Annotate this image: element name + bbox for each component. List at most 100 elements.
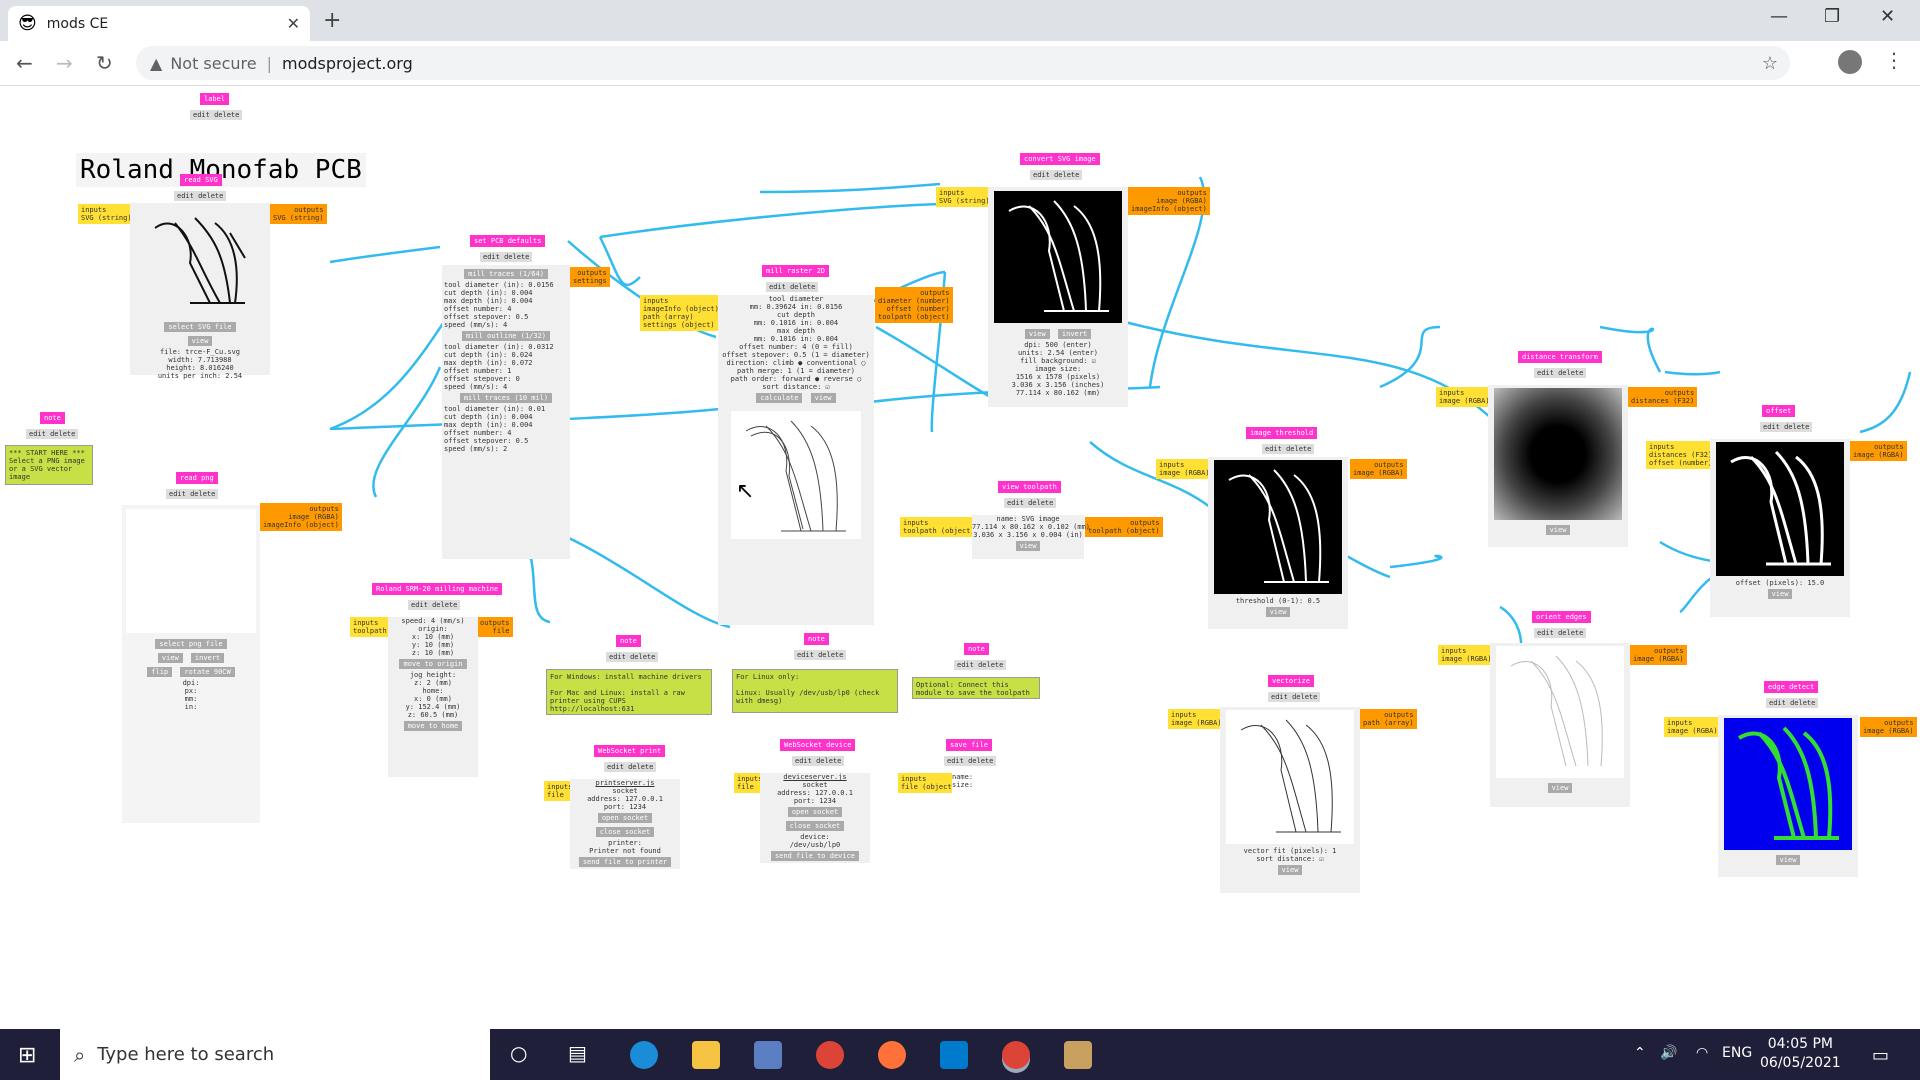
move-to-home-button[interactable]: move to home bbox=[403, 721, 463, 731]
mill-outline-button[interactable]: mill outline (1/32) bbox=[461, 331, 551, 341]
read-svg-head[interactable]: read SVG bbox=[180, 174, 222, 186]
close-window-icon[interactable]: ✕ bbox=[1880, 6, 1896, 27]
convert-svg-outputs[interactable]: outputs image (RGBA) imageInfo (object) bbox=[1128, 187, 1210, 215]
edit-delete[interactable]: edit delete bbox=[408, 600, 461, 610]
edit-delete[interactable]: edit delete bbox=[766, 282, 819, 292]
edit-delete[interactable]: edit delete bbox=[1262, 444, 1315, 454]
restore-icon[interactable]: ❐ bbox=[1824, 6, 1841, 27]
view-button[interactable]: view bbox=[187, 336, 213, 346]
view-button[interactable]: view bbox=[1767, 589, 1793, 599]
distance-head[interactable]: distance transform bbox=[1518, 351, 1602, 363]
select-png-file-button[interactable]: select png file bbox=[155, 639, 227, 649]
send-file-to-device-button[interactable]: send file to device bbox=[770, 851, 860, 861]
view-button[interactable]: view bbox=[157, 653, 183, 663]
label-module-head[interactable]: label bbox=[200, 93, 230, 105]
edit-delete[interactable]: edit delete bbox=[1004, 498, 1057, 508]
vectorize-outputs[interactable]: outputs path (array) bbox=[1360, 709, 1417, 729]
mill-traces-10mil-button[interactable]: mill traces (10 mil) bbox=[459, 393, 553, 403]
view-toolpath-inputs[interactable]: inputs toolpath (object) bbox=[900, 517, 978, 537]
mill-raster-outputs[interactable]: outputs diameter (number) offset (number… bbox=[875, 287, 953, 323]
threshold-head[interactable]: image threshold bbox=[1246, 427, 1318, 439]
send-file-to-printer-button[interactable]: send file to printer bbox=[578, 857, 672, 867]
ws-print-head[interactable]: WebSocket print bbox=[594, 745, 666, 757]
invert-button[interactable]: invert bbox=[1057, 329, 1092, 339]
edit-delete[interactable]: edit delete bbox=[1534, 628, 1587, 638]
view-button[interactable]: view bbox=[1265, 607, 1291, 617]
language-indicator[interactable]: ENG bbox=[1722, 1045, 1753, 1061]
roland-outputs[interactable]: outputs file bbox=[477, 617, 513, 637]
vectorize-head[interactable]: vectorize bbox=[1268, 675, 1314, 687]
edit-delete[interactable]: edit delete bbox=[944, 756, 997, 766]
new-tab-icon[interactable]: + bbox=[323, 8, 342, 33]
roland-head[interactable]: Roland SRM-20 milling machine bbox=[372, 583, 503, 595]
view-button[interactable]: view bbox=[1277, 865, 1303, 875]
chrome-icon[interactable] bbox=[816, 1041, 844, 1069]
roland-inputs[interactable]: inputs toolpath bbox=[350, 617, 390, 637]
note-head[interactable]: note bbox=[964, 643, 989, 655]
view-button[interactable]: view bbox=[1775, 855, 1801, 865]
back-icon[interactable]: ← bbox=[16, 51, 33, 75]
edge-outputs[interactable]: outputs image (RGBA) bbox=[1860, 717, 1917, 737]
edit-delete[interactable]: edit delete bbox=[480, 252, 533, 262]
wifi-icon[interactable]: ◠ bbox=[1696, 1045, 1709, 1061]
bookmark-star-icon[interactable]: ☆ bbox=[1761, 52, 1778, 74]
edit-delete[interactable]: edit delete bbox=[1534, 368, 1587, 378]
vscode-icon[interactable] bbox=[940, 1041, 968, 1069]
omnibox[interactable]: ▲ Not secure | modsproject.org ☆ bbox=[136, 46, 1790, 80]
calculate-button[interactable]: calculate bbox=[756, 393, 803, 403]
view-button[interactable]: view bbox=[1545, 525, 1571, 535]
orient-outputs[interactable]: outputs image (RGBA) bbox=[1630, 645, 1687, 665]
threshold-outputs[interactable]: outputs image (RGBA) bbox=[1350, 459, 1407, 479]
ws-device-inputs[interactable]: inputs file bbox=[734, 773, 766, 793]
edit-delete[interactable]: edit delete bbox=[954, 660, 1007, 670]
edit-delete[interactable]: edit delete bbox=[794, 650, 847, 660]
save-file-head[interactable]: save file bbox=[946, 739, 992, 751]
read-png-outputs[interactable]: outputs image (RGBA) imageInfo (object) bbox=[260, 503, 342, 531]
edit-delete[interactable]: edit delete bbox=[1760, 422, 1813, 432]
file-explorer-icon[interactable] bbox=[692, 1041, 720, 1069]
edit-delete[interactable]: edit delete bbox=[26, 429, 79, 439]
offset-head[interactable]: offset bbox=[1762, 405, 1796, 417]
edge-browser-icon[interactable] bbox=[630, 1041, 658, 1069]
app-icon[interactable] bbox=[754, 1041, 782, 1069]
offset-outputs[interactable]: outputs image (RGBA) bbox=[1850, 441, 1907, 461]
mill-raster-inputs[interactable]: inputs imageInfo (object) path (array) s… bbox=[640, 295, 722, 331]
view-toolpath-outputs[interactable]: outputs toolpath (object) bbox=[1085, 517, 1163, 537]
cortana-icon[interactable]: ○ bbox=[510, 1041, 528, 1065]
archive-app-icon[interactable] bbox=[1064, 1041, 1092, 1069]
view-button[interactable]: view bbox=[1015, 541, 1041, 551]
account-avatar-icon[interactable] bbox=[1838, 50, 1862, 74]
windows-start-icon[interactable]: ⊞ bbox=[18, 1043, 37, 1068]
forward-icon[interactable]: → bbox=[56, 51, 73, 75]
edit-delete[interactable]: edit delete bbox=[1268, 692, 1321, 702]
note-head[interactable]: note bbox=[804, 633, 829, 645]
read-png-head[interactable]: read png bbox=[176, 472, 218, 484]
distance-inputs[interactable]: inputs image (RGBA) bbox=[1436, 387, 1493, 407]
invert-button[interactable]: invert bbox=[190, 653, 225, 663]
note-head[interactable]: note bbox=[40, 412, 65, 424]
firefox-icon[interactable] bbox=[878, 1041, 906, 1069]
edit-delete[interactable]: edit delete bbox=[166, 489, 219, 499]
close-socket-button[interactable]: close socket bbox=[595, 827, 655, 837]
read-svg-inputs[interactable]: inputs SVG (string) bbox=[78, 204, 135, 224]
move-to-origin-button[interactable]: move to origin bbox=[399, 659, 467, 669]
pcb-defaults-head[interactable]: set PCB defaults bbox=[470, 235, 546, 247]
distance-outputs[interactable]: outputs distances (F32) bbox=[1628, 387, 1698, 407]
reload-icon[interactable]: ↻ bbox=[96, 51, 113, 75]
chevron-up-icon[interactable]: ⌃ bbox=[1634, 1045, 1646, 1061]
ws-print-inputs[interactable]: inputs file bbox=[544, 781, 576, 801]
edge-head[interactable]: edge detect bbox=[1764, 681, 1819, 693]
printer-select[interactable]: Printer not found bbox=[589, 847, 661, 855]
read-svg-outputs[interactable]: outputs SVG (string) bbox=[270, 204, 327, 224]
close-socket-button[interactable]: close socket bbox=[785, 821, 845, 831]
task-view-icon[interactable]: ▤ bbox=[568, 1041, 587, 1065]
mill-traces-button[interactable]: mill traces (1/64) bbox=[464, 269, 548, 279]
notifications-icon[interactable]: ▭ bbox=[1872, 1045, 1890, 1066]
view-button[interactable]: view bbox=[810, 393, 836, 403]
tab-mods[interactable]: 😎 mods CE ✕ bbox=[8, 6, 310, 41]
ws-device-head[interactable]: WebSocket device bbox=[780, 739, 856, 751]
menu-dots-icon[interactable]: ⋮ bbox=[1884, 48, 1904, 72]
edit-delete[interactable]: edit delete bbox=[1030, 170, 1083, 180]
orient-inputs[interactable]: inputs image (RGBA) bbox=[1438, 645, 1495, 665]
clock[interactable]: 04:05 PM 06/05/2021 bbox=[1760, 1036, 1841, 1071]
